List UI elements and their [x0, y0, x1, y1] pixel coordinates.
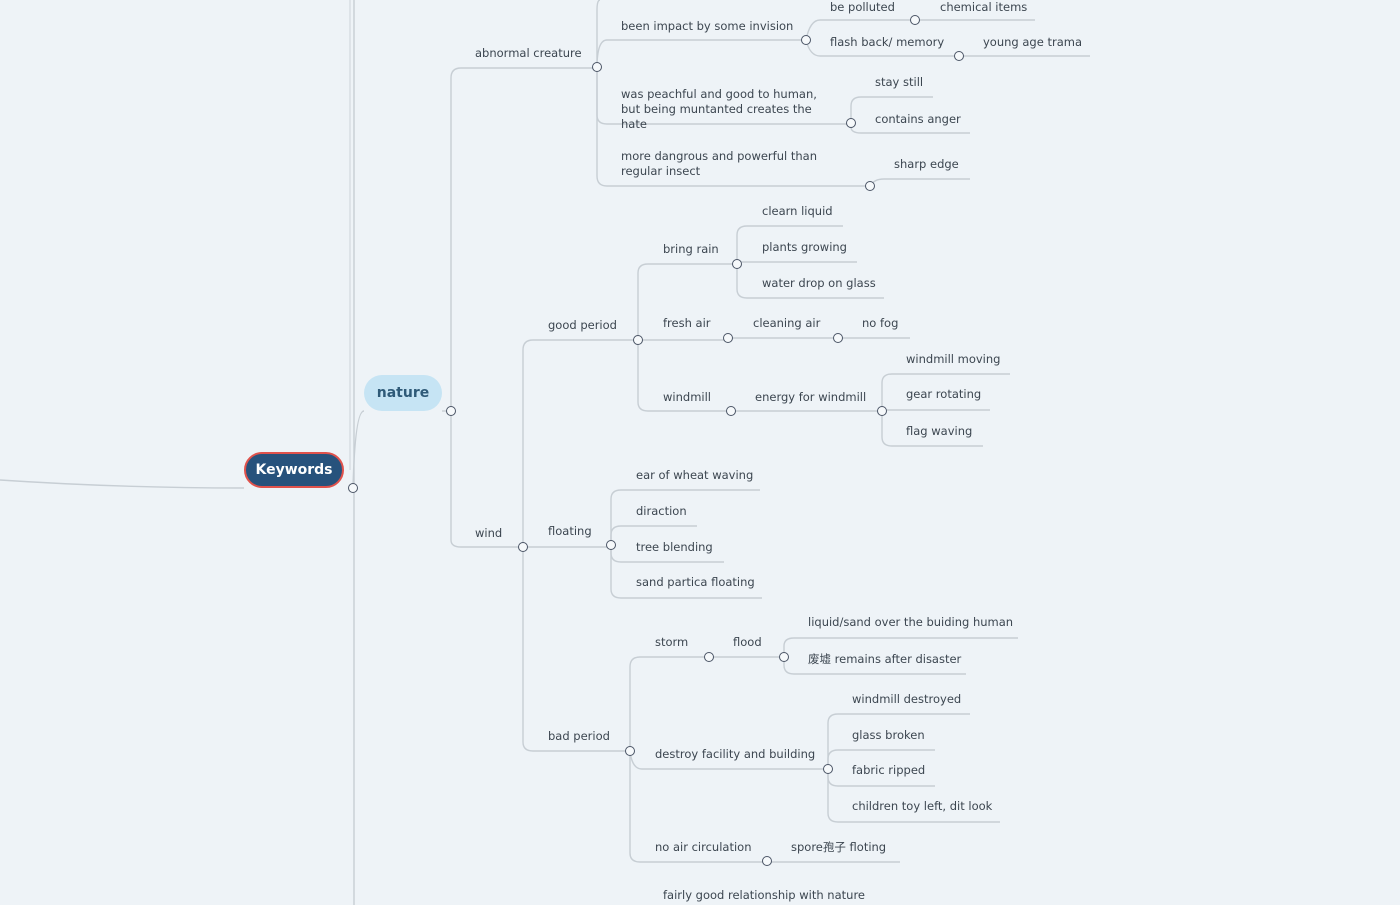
node-ear-of-wheat[interactable]: ear of wheat waving	[636, 468, 754, 482]
node-fairly-good[interactable]: fairly good relationship with nature	[663, 888, 865, 902]
collapse-knob-was-peachful[interactable]	[846, 118, 856, 128]
node-spore[interactable]: spore孢子 floting	[791, 840, 887, 854]
node-tree-blending[interactable]: tree blending	[636, 540, 713, 554]
node-gear-rotating[interactable]: gear rotating	[906, 387, 982, 401]
node-good-period[interactable]: good period	[548, 318, 617, 332]
node-bad-period[interactable]: bad period	[548, 729, 610, 743]
collapse-knob-windmill[interactable]	[726, 406, 736, 416]
node-cleaning-air[interactable]: cleaning air	[753, 316, 821, 330]
node-stay-still[interactable]: stay still	[875, 75, 924, 89]
node-flood[interactable]: flood	[733, 635, 762, 649]
node-windmill-destroyed[interactable]: windmill destroyed	[852, 692, 962, 706]
collapse-knob-floating[interactable]	[606, 540, 616, 550]
collapse-knob-flash-back[interactable]	[954, 51, 964, 61]
node-be-polluted[interactable]: be polluted	[830, 0, 895, 14]
collapse-knob-more-dangrous[interactable]	[865, 181, 875, 191]
node-young-age-trama[interactable]: young age trama	[983, 35, 1082, 49]
node-no-fog[interactable]: no fog	[862, 316, 899, 330]
node-flash-back[interactable]: flash back/ memory	[830, 35, 945, 49]
node-chemical-items[interactable]: chemical items	[940, 0, 1028, 14]
collapse-knob-bring-rain[interactable]	[732, 259, 742, 269]
collapse-knob-been-impact[interactable]	[801, 35, 811, 45]
node-energy-windmill[interactable]: energy for windmill	[755, 390, 867, 404]
node-fabric-ripped[interactable]: fabric ripped	[852, 763, 926, 777]
node-was-peachful[interactable]: was peachful and good to human, but bein…	[621, 87, 817, 131]
main-topic-nature[interactable]: nature	[364, 375, 442, 411]
node-abnormal-creature[interactable]: abnormal creature	[475, 46, 582, 60]
node-water-drop[interactable]: water drop on glass	[762, 276, 876, 290]
node-flag-waving[interactable]: flag waving	[906, 424, 973, 438]
root-topic[interactable]: Keywords	[244, 452, 344, 488]
node-windmill[interactable]: windmill	[663, 390, 711, 404]
node-storm[interactable]: storm	[655, 635, 689, 649]
collapse-knob-wind[interactable]	[518, 542, 528, 552]
node-fresh-air[interactable]: fresh air	[663, 316, 711, 330]
node-sharp-edge[interactable]: sharp edge	[894, 157, 959, 171]
node-wind[interactable]: wind	[475, 526, 503, 540]
node-bring-rain[interactable]: bring rain	[663, 242, 719, 256]
collapse-knob-good-period[interactable]	[633, 335, 643, 345]
collapse-knob-fresh-air[interactable]	[723, 333, 733, 343]
collapse-knob-nature[interactable]	[446, 406, 456, 416]
node-remains[interactable]: 废墟 remains after disaster	[808, 652, 962, 666]
collapse-knob-destroy-facility[interactable]	[823, 764, 833, 774]
node-clearn-liquid[interactable]: clearn liquid	[762, 204, 833, 218]
node-glass-broken[interactable]: glass broken	[852, 728, 925, 742]
collapse-knob-abnormal-creature[interactable]	[592, 62, 602, 72]
collapse-knob-energy-windmill[interactable]	[877, 406, 887, 416]
collapse-knob-be-polluted[interactable]	[910, 15, 920, 25]
node-been-impact[interactable]: been impact by some invision	[621, 19, 794, 33]
node-liquid-sand[interactable]: liquid/sand over the buiding human	[808, 615, 1014, 629]
node-destroy-facility[interactable]: destroy facility and building	[655, 747, 816, 761]
collapse-knob-bad-period[interactable]	[625, 746, 635, 756]
collapse-knob-cleaning-air[interactable]	[833, 333, 843, 343]
node-sand-partica[interactable]: sand partica floating	[636, 575, 755, 589]
collapse-knob-root[interactable]	[348, 483, 358, 493]
collapse-knob-storm[interactable]	[704, 652, 714, 662]
collapse-knob-no-air-circulation[interactable]	[762, 856, 772, 866]
node-no-air-circulation[interactable]: no air circulation	[655, 840, 752, 854]
node-windmill-moving[interactable]: windmill moving	[906, 352, 1001, 366]
collapse-knob-flood[interactable]	[779, 652, 789, 662]
node-contains-anger[interactable]: contains anger	[875, 112, 961, 126]
node-diraction[interactable]: diraction	[636, 504, 687, 518]
node-children-toy[interactable]: children toy left, dit look	[852, 799, 993, 813]
node-more-dangrous[interactable]: more dangrous and powerful than regular …	[621, 149, 817, 178]
node-plants-growing[interactable]: plants growing	[762, 240, 847, 254]
node-floating[interactable]: floating	[548, 524, 592, 538]
